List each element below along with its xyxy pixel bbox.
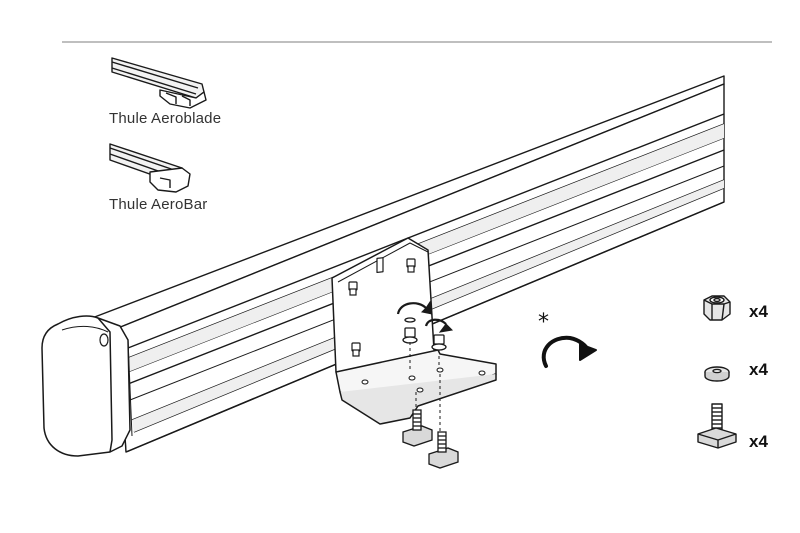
t-bolts-installed	[402, 409, 459, 469]
plate-fasteners	[402, 317, 447, 432]
t-bolt-icon	[697, 403, 737, 449]
stud-top-right	[406, 258, 416, 273]
lock-nut-icon	[703, 295, 731, 321]
product-label-aerobar: Thule AeroBar	[109, 196, 208, 213]
stud-top-left	[348, 281, 358, 296]
rotate-clockwise-icon	[541, 335, 597, 368]
note-marker: *	[538, 310, 549, 335]
washer-quantity: x4	[749, 360, 768, 379]
washer-icon	[704, 366, 730, 382]
aeroblade-bar-icon	[111, 57, 207, 109]
product-label-aeroblade: Thule Aeroblade	[109, 110, 222, 127]
bar-end-cap	[41, 315, 133, 457]
tighten-arrows	[396, 300, 454, 333]
aerobar-bar-icon	[109, 143, 191, 193]
plate-studs	[348, 258, 416, 357]
stud-bottom-left	[351, 342, 361, 357]
lock-nut-quantity: x4	[749, 302, 768, 321]
t-bolt-quantity: x4	[749, 432, 768, 451]
